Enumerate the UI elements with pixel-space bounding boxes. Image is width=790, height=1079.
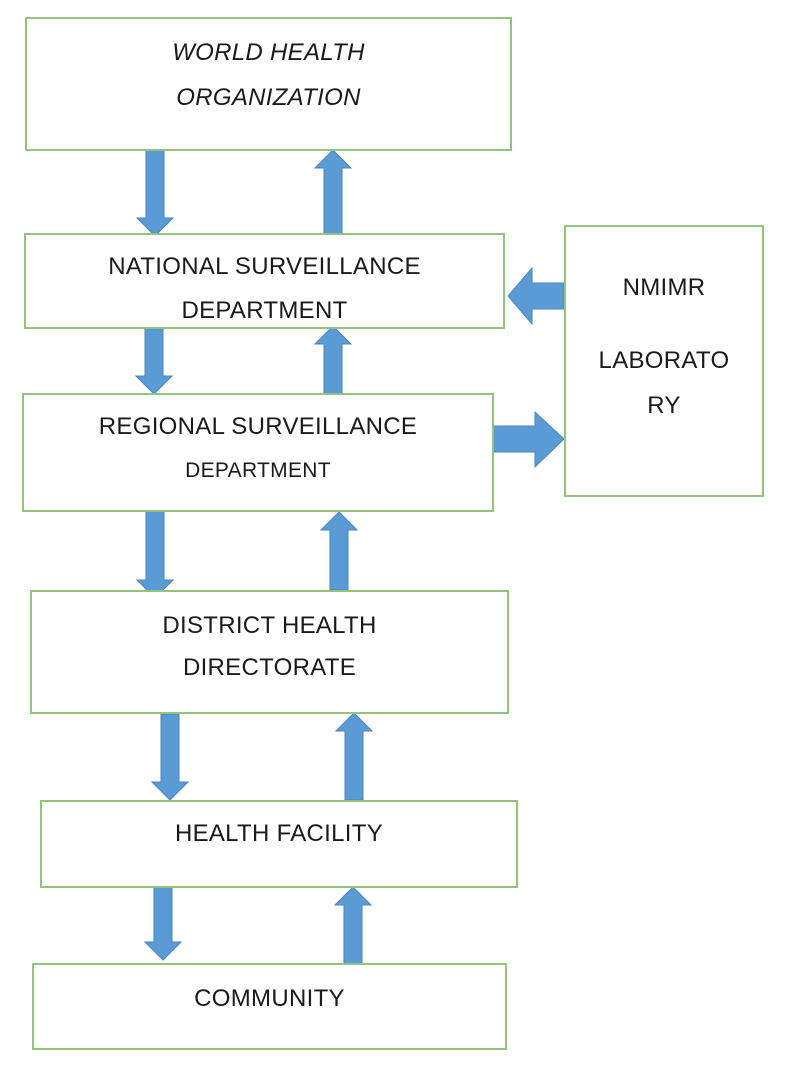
- box-nmimr-laboratory: NMIMR LABORATO RY: [564, 225, 764, 497]
- box-district-health-directorate: DISTRICT HEALTH DIRECTORATE: [30, 590, 509, 714]
- box-label-line: LABORATO: [598, 347, 730, 374]
- arrow-up-regional-to-national: [313, 325, 353, 395]
- box-label-line: NMIMR: [622, 274, 706, 301]
- arrow-left-nmimr-to-national: [507, 266, 565, 326]
- box-world-health-organization: WORLD HEALTH ORGANIZATION: [25, 17, 512, 151]
- arrow-up-facility-to-district: [334, 712, 374, 801]
- arrow-up-district-to-regional: [319, 511, 359, 591]
- arrow-down-who-to-national: [135, 147, 175, 237]
- box-label-line: NATIONAL SURVEILLANCE: [108, 253, 421, 280]
- box-regional-surveillance-department: REGIONAL SURVEILLANCE DEPARTMENT: [22, 393, 494, 512]
- box-label-line: DEPARTMENT: [181, 297, 348, 324]
- box-label-line: DEPARTMENT: [185, 459, 331, 482]
- box-label-line: RY: [647, 392, 681, 419]
- box-label-line: HEALTH FACILITY: [174, 820, 384, 847]
- box-health-facility: HEALTH FACILITY: [40, 800, 518, 888]
- box-label-line: DIRECTORATE: [182, 654, 357, 681]
- arrow-down-facility-to-community: [143, 885, 183, 961]
- arrow-down-district-to-facility: [150, 713, 190, 801]
- box-national-surveillance-department: NATIONAL SURVEILLANCE DEPARTMENT: [24, 233, 505, 329]
- box-label-line: ORGANIZATION: [176, 84, 361, 111]
- arrow-right-regional-to-nmimr: [491, 410, 565, 469]
- arrow-down-regional-to-district: [135, 510, 175, 599]
- box-label-line: WORLD HEALTH: [172, 39, 365, 66]
- box-label-line: COMMUNITY: [194, 985, 345, 1012]
- box-label-line: REGIONAL SURVEILLANCE: [98, 413, 418, 440]
- arrow-up-national-to-who: [313, 149, 353, 235]
- box-community: COMMUNITY: [32, 963, 507, 1050]
- box-label-line: DISTRICT HEALTH: [162, 612, 377, 639]
- arrow-up-community-to-facility: [333, 886, 373, 965]
- arrow-down-national-to-regional: [134, 328, 174, 395]
